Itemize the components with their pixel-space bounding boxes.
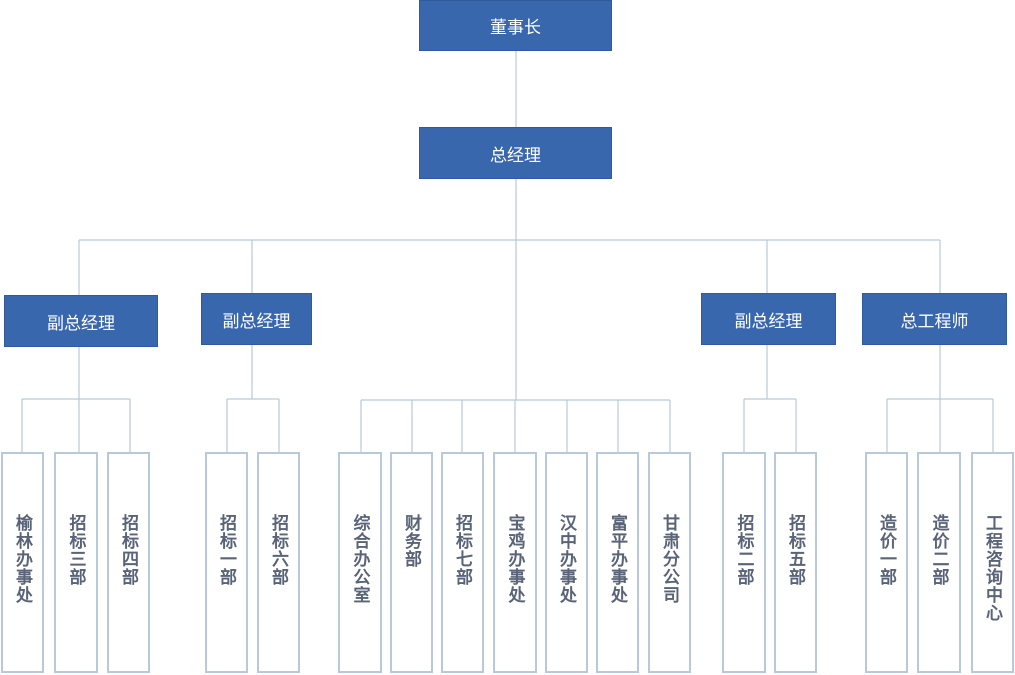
general-manager-node: 总经理 — [419, 127, 612, 179]
chairman-node: 董事长 — [419, 0, 612, 51]
dept-label: 招标四部 — [118, 514, 138, 586]
dept-label: 甘肃分公司 — [659, 514, 679, 604]
dept-node: 招标三部 — [54, 452, 98, 673]
dept-label: 招标七部 — [452, 514, 472, 586]
dept-label: 综合办公室 — [349, 514, 370, 604]
dept-node: 招标七部 — [441, 452, 484, 673]
dept-node: 造价一部 — [865, 452, 908, 673]
dept-label: 造价一部 — [876, 514, 896, 586]
dept-label: 招标二部 — [733, 514, 754, 586]
dept-label: 财务部 — [401, 514, 421, 568]
dept-node: 榆林办事处 — [1, 452, 44, 673]
dept-label: 招标六部 — [268, 514, 288, 586]
dept-node: 甘肃分公司 — [648, 452, 691, 673]
dept-node: 招标一部 — [205, 452, 248, 673]
dept-node: 工程咨询中心 — [971, 452, 1014, 673]
deputy-gm-node-1: 副总经理 — [4, 295, 158, 347]
dept-label: 招标一部 — [216, 514, 236, 586]
dept-node: 宝鸡办事处 — [493, 452, 537, 673]
dept-label: 富平办事处 — [607, 514, 627, 604]
dept-label: 汉中办事处 — [556, 514, 576, 604]
dept-node: 招标五部 — [774, 452, 817, 673]
dept-node: 招标四部 — [107, 452, 150, 673]
dept-node: 招标六部 — [257, 452, 300, 673]
dept-node: 综合办公室 — [338, 452, 382, 673]
dept-label: 造价二部 — [928, 514, 949, 586]
deputy-gm-node-2: 副总经理 — [201, 293, 312, 345]
dept-node: 财务部 — [390, 452, 433, 673]
dept-node: 造价二部 — [917, 452, 961, 673]
deputy-gm-node-3: 副总经理 — [701, 293, 836, 345]
dept-label: 招标三部 — [65, 514, 86, 586]
dept-label: 榆林办事处 — [12, 514, 32, 604]
dept-label: 招标五部 — [785, 514, 805, 586]
dept-label: 工程咨询中心 — [982, 514, 1002, 622]
dept-node: 招标二部 — [722, 452, 766, 673]
chief-engineer-node: 总工程师 — [862, 293, 1007, 345]
dept-node: 富平办事处 — [596, 452, 639, 673]
dept-node: 汉中办事处 — [545, 452, 588, 673]
dept-label: 宝鸡办事处 — [504, 514, 525, 604]
